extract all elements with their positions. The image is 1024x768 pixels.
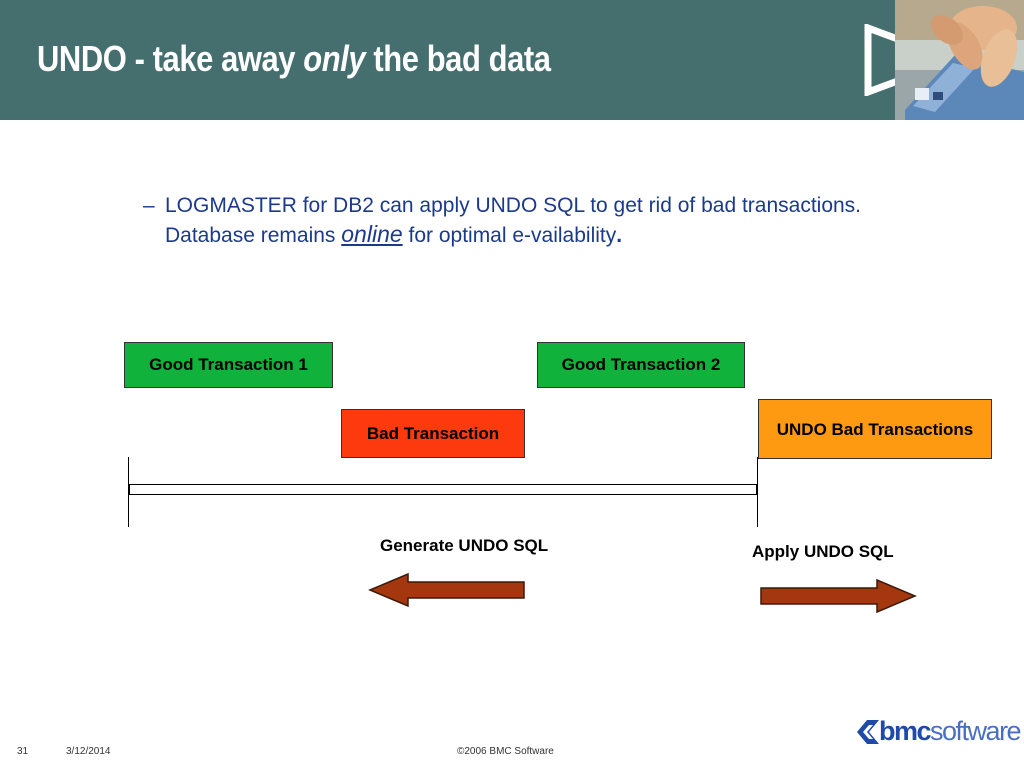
slide-header: UNDO - take away only the bad data xyxy=(0,0,1024,120)
title-part-1: UNDO - take away xyxy=(37,38,304,79)
bullet-line-1: LOGMASTER for DB2 can apply UNDO SQL to … xyxy=(165,194,862,217)
arrow-right-icon xyxy=(760,578,917,614)
bad-transaction-box: Bad Transaction xyxy=(341,409,525,458)
header-photo xyxy=(895,0,1024,120)
timeline-bar xyxy=(129,484,757,495)
good-transaction-1-box: Good Transaction 1 xyxy=(124,342,333,388)
undo-bad-transactions-box: UNDO Bad Transactions xyxy=(758,399,992,459)
generate-undo-sql-label: Generate UNDO SQL xyxy=(380,536,549,555)
timeline-start-marker xyxy=(128,457,129,527)
timeline-end-marker xyxy=(757,457,758,527)
good-transaction-2-box: Good Transaction 2 xyxy=(537,342,745,388)
bmc-logo: bmcsoftware xyxy=(855,716,1022,748)
bmc-logo-part-2: software xyxy=(930,716,1022,746)
apply-undo-sql-label: Apply UNDO SQL xyxy=(752,542,894,561)
bullet-dash: – xyxy=(143,194,155,217)
online-emphasis: online xyxy=(341,221,403,247)
bullet-line-2-period: . xyxy=(616,224,623,247)
copyright-text: ©2006 BMC Software xyxy=(457,746,554,757)
slide-number: 31 xyxy=(17,746,29,757)
bullet-line-2: Database remains online for optimal e-va… xyxy=(165,220,622,250)
slide-date: 3/12/2014 xyxy=(66,746,111,757)
bmc-logo-text: bmcsoftware xyxy=(879,716,1022,747)
title-italic: only xyxy=(303,38,366,79)
title-part-2: the bad data xyxy=(365,38,551,79)
slide-title: UNDO - take away only the bad data xyxy=(37,38,551,80)
bullet-line-2-after: for optimal e-vailability xyxy=(402,224,617,247)
bmc-logo-part-1: bmc xyxy=(879,716,932,746)
bmc-logo-mark-icon xyxy=(857,720,879,744)
arrow-left-icon xyxy=(368,572,525,608)
bullet-line-2-before: Database remains xyxy=(165,224,342,247)
